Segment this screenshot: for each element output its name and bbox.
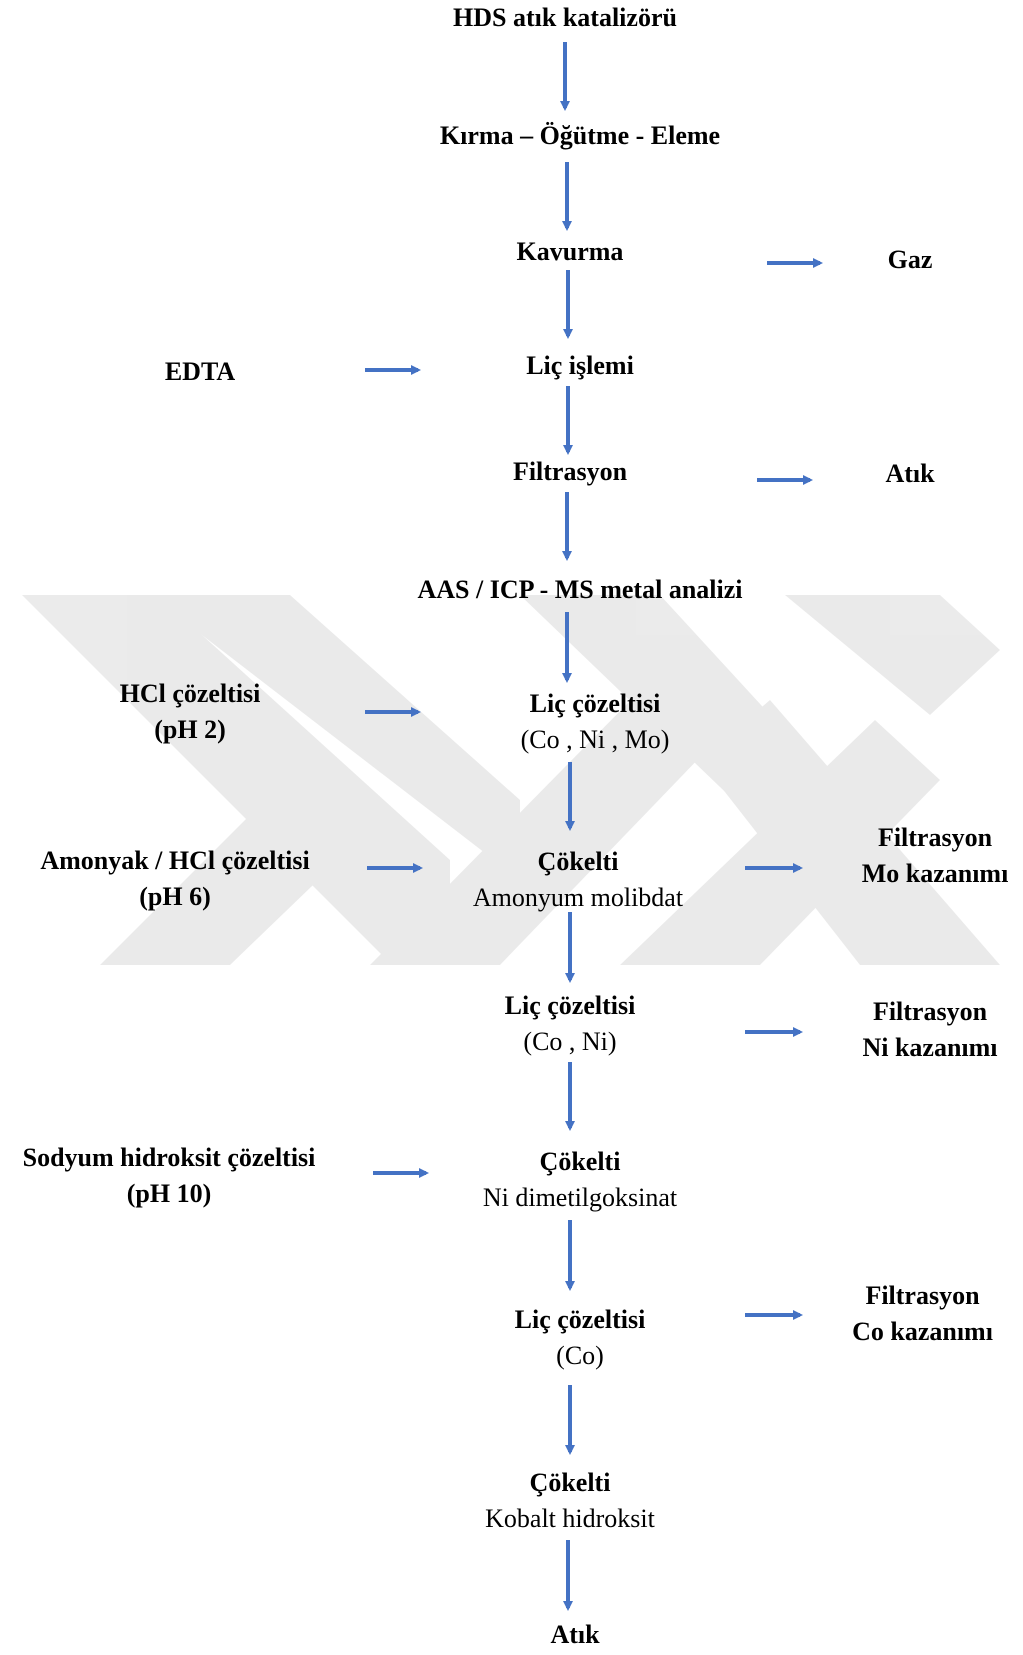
output-ni-recovery: Filtrasyon Ni kazanımı [850,994,1010,1066]
step-filtration: Filtrasyon [470,454,670,490]
input-ammonia-hcl-solution: Amonyak / HCl çözeltisi (pH 6) [20,843,330,915]
output-waste: Atık [860,456,960,492]
step-6-label: AAS / ICP - MS metal analizi [417,575,743,604]
step-5-label: Filtrasyon [512,457,628,486]
input-sodyum-line2: (pH 10) [126,1179,212,1208]
output-mo-line2: Mo kazanımı [861,859,1009,888]
step-precipitate-cobalt-hydroxide: Çökelti Kobalt hidroksit [460,1465,680,1537]
output-mo-recovery: Filtrasyon Mo kazanımı [850,820,1020,892]
step-waste-final: Atık [510,1617,640,1653]
step-precipitate-ni-dimethylglyoximate: Çökelti Ni dimetilgoksinat [460,1144,700,1216]
output-ni-line1: Filtrasyon [872,997,988,1026]
step-7-title: Liç çözeltisi [529,689,661,718]
flow-arrows [365,42,823,1611]
input-hcl-solution: HCl çözeltisi (pH 2) [90,676,290,748]
output-co-line1: Filtrasyon [865,1281,980,1310]
step-9-sub: (Co , Ni) [523,1027,617,1056]
step-roasting: Kavurma [470,234,670,270]
output-co-line2: Co kazanımı [852,1317,993,1346]
step-10-title: Çökelti [539,1147,621,1176]
output-waste-label: Atık [885,459,935,488]
input-hcl-line1: HCl çözeltisi [119,679,261,708]
step-1-label: HDS atık katalizörü [453,3,677,32]
step-12-title: Çökelti [529,1468,611,1497]
step-8-title: Çökelti [537,847,619,876]
step-leach-solution-co: Liç çözeltisi (Co) [470,1302,690,1374]
step-9-title: Liç çözeltisi [504,991,636,1020]
step-11-sub: (Co) [556,1341,604,1370]
step-13-label: Atık [550,1620,600,1649]
input-amonyak-line2: (pH 6) [139,882,211,911]
output-mo-line1: Filtrasyon [877,823,993,852]
output-gas: Gaz [860,242,960,278]
step-crushing-grinding-sieving: Kırma – Öğütme - Eleme [380,118,780,154]
step-11-title: Liç çözeltisi [514,1305,646,1334]
output-ni-line2: Ni kazanımı [862,1033,998,1062]
input-hcl-line2: (pH 2) [154,715,226,744]
step-metal-analysis: AAS / ICP - MS metal analizi [380,572,780,608]
step-7-sub: (Co , Ni , Mo) [520,725,670,754]
yok-logo-watermark-icon [22,595,1000,965]
step-hds-waste-catalyst: HDS atık katalizörü [400,0,730,36]
input-amonyak-line1: Amonyak / HCl çözeltisi [40,846,310,875]
step-3-label: Kavurma [516,237,624,266]
input-sodyum-line1: Sodyum hidroksit çözeltisi [22,1143,316,1172]
output-co-recovery: Filtrasyon Co kazanımı [840,1278,1005,1350]
input-sodium-hydroxide-solution: Sodyum hidroksit çözeltisi (pH 10) [4,1140,334,1212]
input-edta-label: EDTA [164,357,236,386]
step-2-label: Kırma – Öğütme - Eleme [439,121,721,150]
step-10-sub: Ni dimetilgoksinat [482,1183,678,1212]
step-8-sub: Amonyum molibdat [472,883,684,912]
step-leach-solution-co-ni-mo: Liç çözeltisi (Co , Ni , Mo) [480,686,710,758]
input-edta: EDTA [130,354,270,390]
step-leaching: Liç işlemi [480,348,680,384]
step-4-label: Liç işlemi [526,351,634,380]
step-precipitate-ammonium-molybdate: Çökelti Amonyum molibdat [450,844,706,916]
step-12-sub: Kobalt hidroksit [485,1504,655,1533]
output-gas-label: Gaz [887,245,933,274]
step-leach-solution-co-ni: Liç çözeltisi (Co , Ni) [460,988,680,1060]
